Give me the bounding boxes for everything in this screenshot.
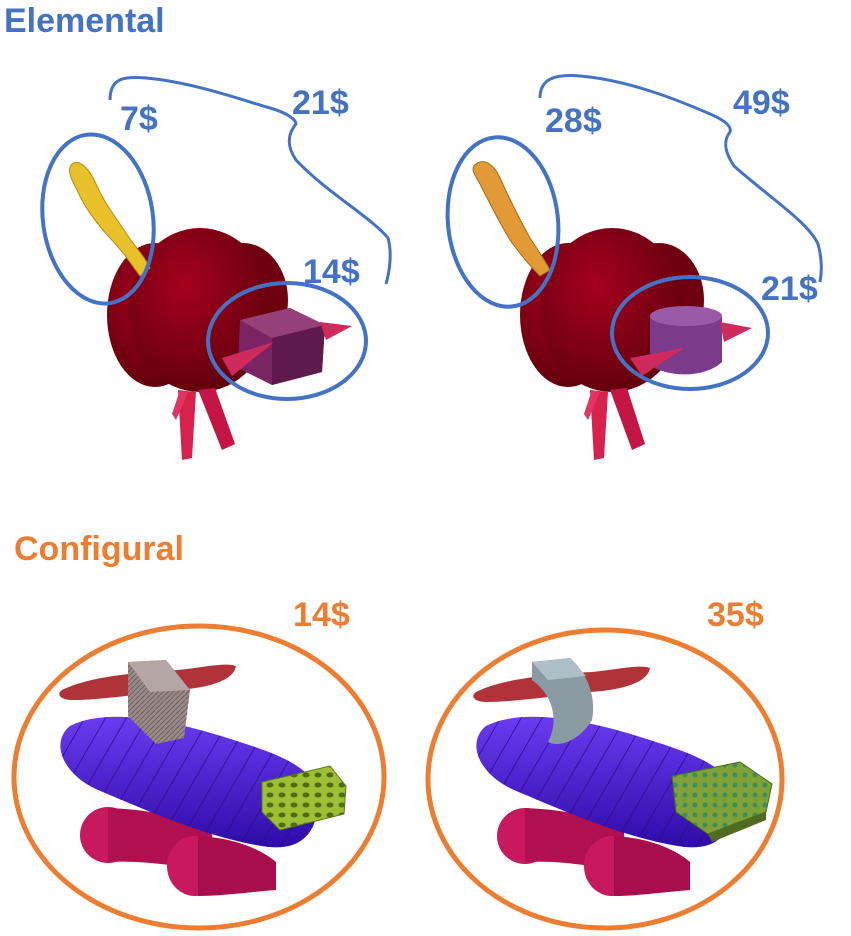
elemental-right-object	[472, 161, 752, 460]
elemental-right-legs	[584, 388, 645, 460]
elemental-right-total-brace	[538, 74, 823, 283]
elemental-left-tail	[69, 162, 151, 277]
configural-left-roller	[60, 716, 319, 848]
elemental-left-part-b-price: 14$	[303, 253, 360, 291]
elemental-left-box	[222, 308, 352, 385]
configural-right-circle	[425, 627, 785, 931]
elemental-right-annotations	[445, 74, 823, 391]
elemental-right-tail	[472, 161, 551, 277]
configural-left-circle	[11, 623, 387, 931]
configural-left-wheels	[80, 807, 276, 896]
elemental-right-part-a-price: 28$	[545, 102, 602, 140]
configural-left-nose	[261, 765, 347, 831]
configural-left-fin	[128, 660, 190, 744]
configural-right-object	[473, 658, 773, 896]
configural-left-total-price: 14$	[293, 596, 350, 634]
elemental-left-total-price: 21$	[292, 84, 349, 122]
configural-right-fin	[532, 658, 594, 744]
elemental-left-part-a-circle	[40, 132, 156, 306]
elemental-left-body	[107, 228, 288, 392]
elemental-right-part-b-circle	[610, 275, 770, 391]
configural-right-nose	[671, 761, 773, 842]
elemental-left-legs	[172, 388, 235, 460]
elemental-right-part-a-circle	[445, 135, 561, 309]
elemental-heading: Elemental	[4, 2, 165, 40]
configural-left-object	[59, 660, 347, 896]
configural-right-total-price: 35$	[707, 596, 764, 634]
elemental-right-part-b-price: 21$	[761, 270, 818, 308]
elemental-left-annotations	[40, 75, 392, 401]
configural-heading: Configural	[14, 530, 184, 568]
elemental-left-part-b-circle	[206, 281, 368, 401]
configural-right-roller	[476, 716, 735, 848]
elemental-left-object	[69, 162, 352, 460]
elemental-right-total-price: 49$	[733, 84, 790, 122]
elemental-left-part-a-price: 7$	[120, 100, 158, 138]
elemental-left-total-brace	[108, 75, 392, 285]
elemental-right-box	[630, 306, 752, 376]
